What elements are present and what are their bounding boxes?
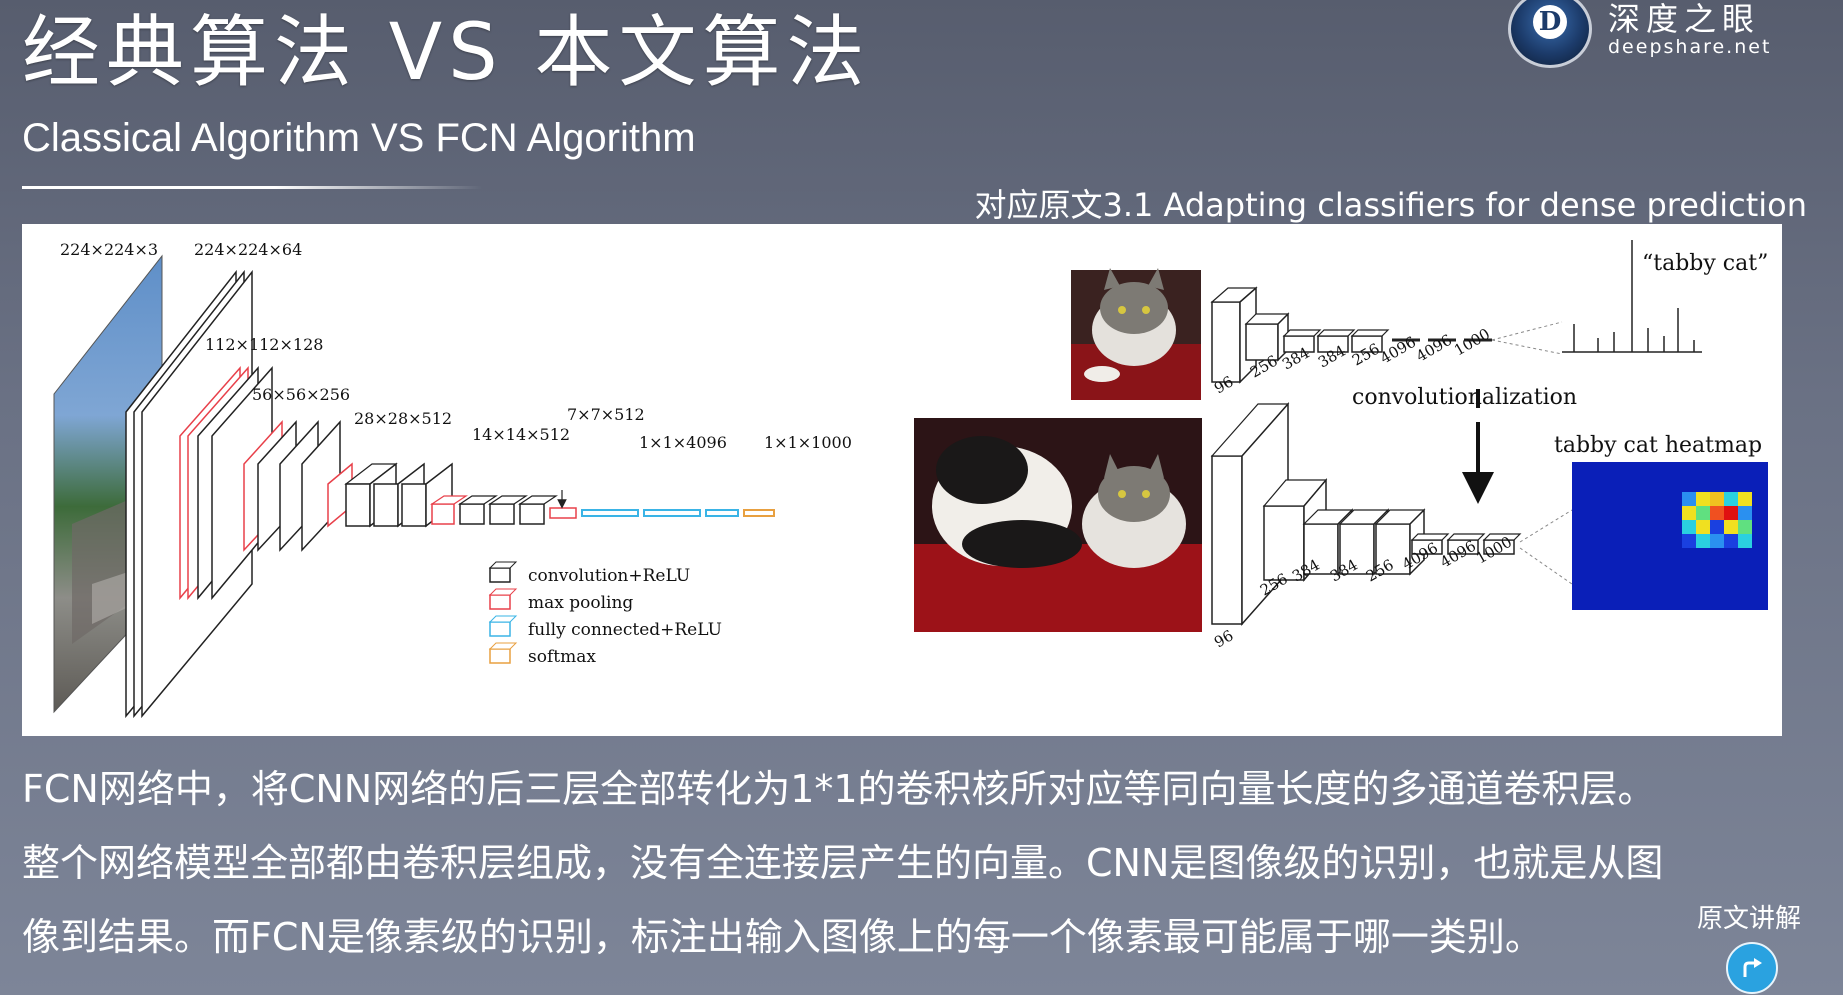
bottom-net-label: 96 bbox=[1211, 626, 1237, 651]
slide-title-cn: 经典算法 VS 本文算法 bbox=[22, 8, 871, 98]
legend-softmax: softmax bbox=[528, 647, 596, 667]
legend-pool: max pooling bbox=[528, 593, 633, 613]
vgg-label-out: 1×1×1000 bbox=[764, 433, 852, 452]
vgg-label-input: 224×224×3 bbox=[60, 240, 158, 259]
vgg-label-fc: 1×1×4096 bbox=[639, 433, 727, 452]
original-explain-label[interactable]: 原文讲解 bbox=[1697, 904, 1802, 934]
vgg-label-conv4: 28×28×512 bbox=[354, 409, 452, 428]
bottom-fcn-net: 96 256 384 384 256 4096 4096 1000 tabby … bbox=[914, 402, 1768, 651]
cat-photo bbox=[1071, 268, 1201, 400]
explanation-line: FCN网络中，将CNN网络的后三层全部转化为1*1的卷积核所对应等同向量长度的多… bbox=[22, 767, 1656, 811]
share-button[interactable] bbox=[1726, 942, 1778, 994]
top-net-label: 4096 bbox=[1413, 331, 1455, 366]
top-classification-net: 96 256 384 384 256 4096 4096 1000 bbox=[1071, 240, 1768, 400]
explanation-line: 整个网络模型全部都由卷积层组成，没有全连接层产生的向量。CNN是图像级的识别，也… bbox=[22, 841, 1664, 885]
legend-conv: convolution+ReLU bbox=[528, 566, 690, 586]
share-arrow-icon bbox=[1743, 958, 1762, 977]
logo-name-cn: 深度之眼 bbox=[1608, 0, 1761, 38]
fcn-figure: 224×224×3 224×224×64 112×112×128 56×56×2… bbox=[53, 240, 1768, 719]
vgg-label-conv3: 56×56×256 bbox=[252, 385, 350, 404]
dog-cat-photo bbox=[914, 418, 1202, 632]
legend-fc: fully connected+ReLU bbox=[528, 620, 722, 640]
tabby-cat-heatmap bbox=[1572, 462, 1768, 610]
slide-title-en: Classical Algorithm VS FCN Algorithm bbox=[22, 116, 696, 160]
title-underline bbox=[22, 186, 482, 189]
tabby-cat-label: “tabby cat” bbox=[1642, 251, 1768, 276]
top-net-label: 1000 bbox=[1451, 325, 1493, 360]
logo-eye-icon: D bbox=[1508, 0, 1592, 68]
logo-site: deepshare.net bbox=[1608, 36, 1772, 58]
explanation-text: FCN网络中，将CNN网络的后三层全部转化为1*1的卷积核所对应等同向量长度的多… bbox=[22, 752, 1742, 974]
vgg-label-conv1: 224×224×64 bbox=[194, 240, 302, 259]
convolutionalization-label: convolutionalization bbox=[1352, 385, 1577, 410]
vgg-network: 224×224×3 224×224×64 112×112×128 56×56×2… bbox=[53, 240, 852, 719]
deepshare-logo: D 深度之眼 deepshare.net bbox=[1508, 0, 1838, 68]
explanation-line: 像到结果。而FCN是像素级的识别，标注出输入图像上的每一个像素最可能属于哪一类别… bbox=[22, 915, 1543, 959]
heatmap-label: tabby cat heatmap bbox=[1554, 433, 1762, 458]
figure-panel: 224×224×3 224×224×64 112×112×128 56×56×2… bbox=[22, 224, 1782, 736]
vgg-label-conv2: 112×112×128 bbox=[205, 335, 323, 354]
vgg-label-pool5: 7×7×512 bbox=[567, 405, 645, 424]
paper-reference: 对应原文3.1 Adapting classifiers for dense p… bbox=[974, 186, 1807, 224]
layer-legend: convolution+ReLU max pooling fully conne… bbox=[488, 561, 722, 667]
class-score-histogram bbox=[1562, 240, 1702, 353]
vgg-label-conv5: 14×14×512 bbox=[472, 425, 570, 444]
